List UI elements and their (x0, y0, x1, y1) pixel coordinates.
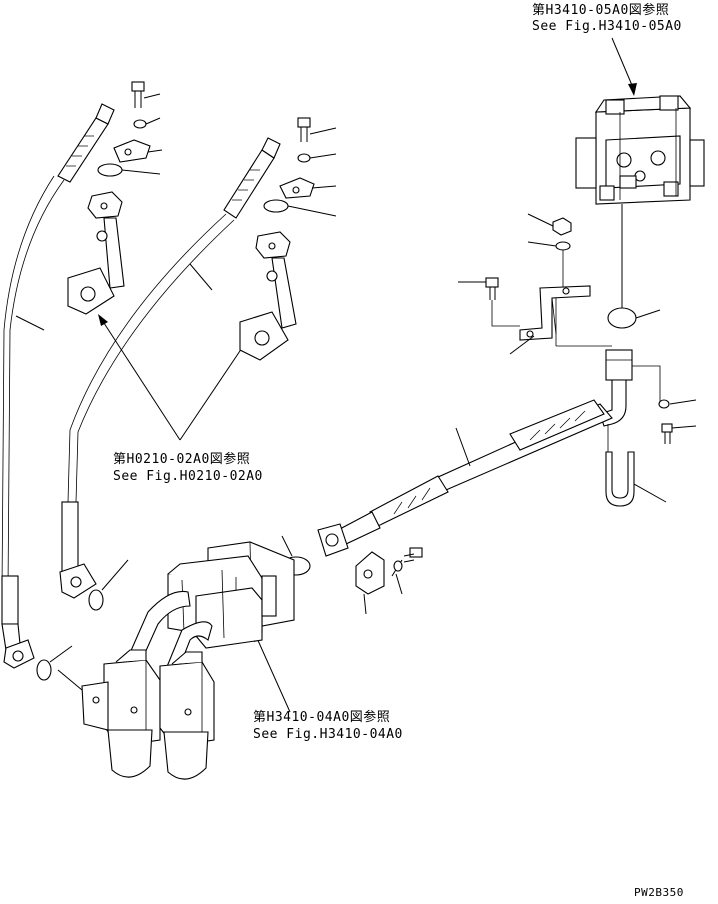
washer-small-right (658, 399, 697, 409)
ref-middle-jp: 第H0210-02A0図参照 (113, 451, 250, 467)
bolt-small-right (661, 423, 697, 444)
o-ring-lower-mid (88, 559, 129, 611)
ref-top-right-en: See Fig.H3410-05A0 (532, 19, 682, 34)
hose-long (337, 399, 613, 545)
split-flange-left-a (113, 139, 163, 163)
motor-assembly-bottom (167, 541, 295, 649)
o-ring-right-leader (635, 309, 661, 319)
motor-valve-left (81, 649, 161, 778)
drawing-code: PW2B350 (634, 886, 684, 899)
motor-valve-leader (57, 669, 83, 691)
flange-tube-left-b (239, 231, 297, 361)
arrow-bottom (253, 630, 291, 713)
nut-right (527, 213, 572, 236)
ref-top-right-jp: 第H3410-05A0図参照 (532, 2, 669, 18)
hose-long-leader (455, 427, 471, 467)
washer-right (527, 241, 571, 251)
bolt-left-b (297, 117, 337, 142)
o-ring-left-b (263, 199, 337, 217)
arrow-top-right (611, 37, 637, 96)
arrow-middle-right (179, 336, 250, 441)
u-clip (605, 451, 667, 507)
bracket-leader (509, 335, 535, 355)
split-flange-left-b (279, 177, 337, 199)
o-ring-lower-left (36, 645, 73, 681)
bolt-center (391, 547, 423, 595)
fitting-leader (632, 365, 661, 402)
washer-left-a (133, 117, 161, 129)
ref-bottom-jp: 第H3410-04A0図参照 (253, 709, 390, 725)
flange-center (317, 523, 349, 557)
washer-left-b (297, 153, 337, 163)
ref-bottom-en: See Fig.H3410-04A0 (253, 727, 403, 742)
hose-left-a (1, 103, 115, 669)
bolt-left-a (131, 81, 161, 108)
motor-valve-right (159, 651, 215, 780)
split-flange-center (355, 551, 385, 615)
pump-assembly-top-right (575, 95, 705, 205)
bracket-right (519, 285, 591, 341)
ref-middle-en: See Fig.H0210-02A0 (113, 469, 263, 484)
bolt-bracket (458, 277, 520, 327)
o-ring-right (607, 307, 637, 329)
arrow-middle-left (98, 314, 181, 441)
o-ring-left-a (97, 163, 161, 177)
flange-tube-left-a (67, 191, 125, 315)
hose-left-b (59, 137, 281, 599)
